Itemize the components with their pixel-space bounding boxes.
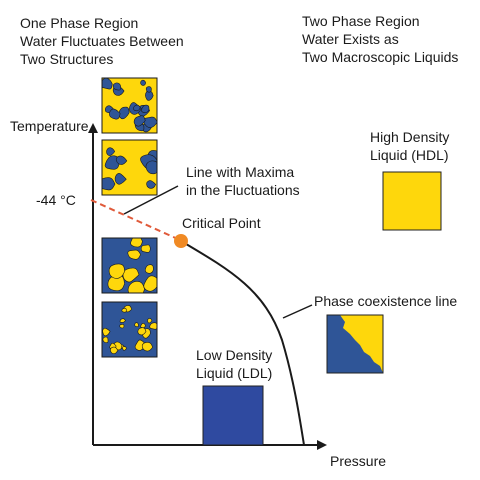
fluctuation-blob: [122, 267, 140, 283]
fluctuation-blob: [112, 82, 122, 91]
fluctuation-blob: [115, 155, 128, 165]
one-phase-line-3: Two Structures: [20, 51, 114, 67]
fluctuation-blob: [137, 327, 147, 336]
sq4-border: [101, 301, 158, 358]
ldl-square: [202, 385, 264, 446]
fluctuation-blob: [146, 180, 157, 189]
maxima-pointer: [123, 185, 179, 215]
fluctuation-blob: [144, 264, 154, 274]
fluctuation-blob: [141, 342, 154, 352]
coexistence-square: [326, 314, 384, 374]
fluctuation-blob: [127, 281, 145, 293]
critical-point-label: Critical Point: [182, 215, 261, 231]
fluctuation-blob: [143, 275, 157, 292]
two-phase-line-2: Water Exists as: [302, 31, 399, 47]
fluctuation-blob: [102, 177, 116, 191]
fluctuation-blob: [109, 108, 121, 120]
ldl-label-2: Liquid (LDL): [196, 365, 273, 381]
fluctuation-blob: [147, 318, 153, 324]
fluctuation-blob: [102, 336, 109, 344]
fluctuation-blob: [104, 155, 120, 170]
one-phase-label: One Phase Region Water Fluctuates Betwee…: [20, 14, 184, 68]
two-phase-title: Two Phase Region: [302, 13, 420, 29]
maxima-line-label-1: Line with Maxima: [186, 164, 295, 180]
hdl-square: [382, 171, 442, 231]
fluctuation-blob: [140, 79, 147, 86]
temperature-axis-label: Temperature: [10, 118, 89, 134]
ldl-label: Low Density Liquid (LDL): [196, 346, 272, 382]
fluctuation-blob: [140, 244, 151, 253]
fluctuation-square-3: [101, 237, 158, 294]
coexistence-line: [180, 240, 305, 446]
coexistence-label: Phase coexistence line: [314, 293, 458, 309]
ldl-label-1: Low Density: [196, 347, 273, 363]
two-phase-label: Two Phase Region Water Exists as Two Mac…: [302, 12, 458, 66]
fluctuation-blob: [134, 322, 139, 328]
fluctuation-blob: [114, 172, 127, 185]
fluctuation-blob: [102, 327, 111, 337]
fluctuation-blob: [133, 104, 141, 112]
fluctuation-blob: [127, 249, 141, 260]
fluctuation-blob: [142, 116, 157, 128]
coexistence-pointer: [282, 304, 313, 319]
maxima-line-label: Line with Maxima in the Fluctuations: [186, 163, 300, 199]
one-phase-title: One Phase Region: [20, 15, 139, 31]
fluctuation-blob: [106, 147, 116, 156]
fluctuation-blob: [145, 160, 157, 175]
sq3-border: [101, 237, 158, 294]
fluctuation-blob: [119, 323, 125, 329]
sq1-border: [101, 77, 158, 134]
fluctuation-blob: [108, 263, 126, 279]
fluctuation-blob: [149, 322, 157, 330]
fluctuation-square-2: [101, 139, 158, 196]
fluctuation-blob: [122, 346, 127, 351]
fluctuation-blob: [133, 115, 146, 127]
maxima-line-label-2: in the Fluctuations: [186, 182, 300, 198]
fluctuation-blob: [140, 323, 146, 329]
sq2-border: [101, 139, 158, 196]
fluctuation-blob: [110, 346, 119, 355]
temperature-marker-label: -44 °C: [36, 192, 76, 208]
two-phase-line-3: Two Macroscopic Liquids: [302, 49, 459, 65]
hdl-label-1: High Density: [370, 129, 450, 145]
fluctuation-blob: [119, 318, 126, 323]
fluctuation-blob: [145, 86, 152, 93]
hdl-label: High Density Liquid (HDL): [370, 128, 449, 164]
fluctuation-blob: [130, 238, 143, 248]
fluctuation-blob: [141, 104, 150, 113]
fluctuation-square-1: [101, 77, 158, 134]
pressure-axis-label: Pressure: [330, 453, 387, 469]
fluctuation-blob: [121, 307, 127, 313]
fluctuation-square-4: [101, 301, 158, 358]
hdl-label-2: Liquid (HDL): [370, 147, 449, 163]
maxima-line: [90, 199, 181, 241]
one-phase-line-2: Water Fluctuates Between: [20, 33, 184, 49]
critical-point-marker: [174, 234, 188, 248]
